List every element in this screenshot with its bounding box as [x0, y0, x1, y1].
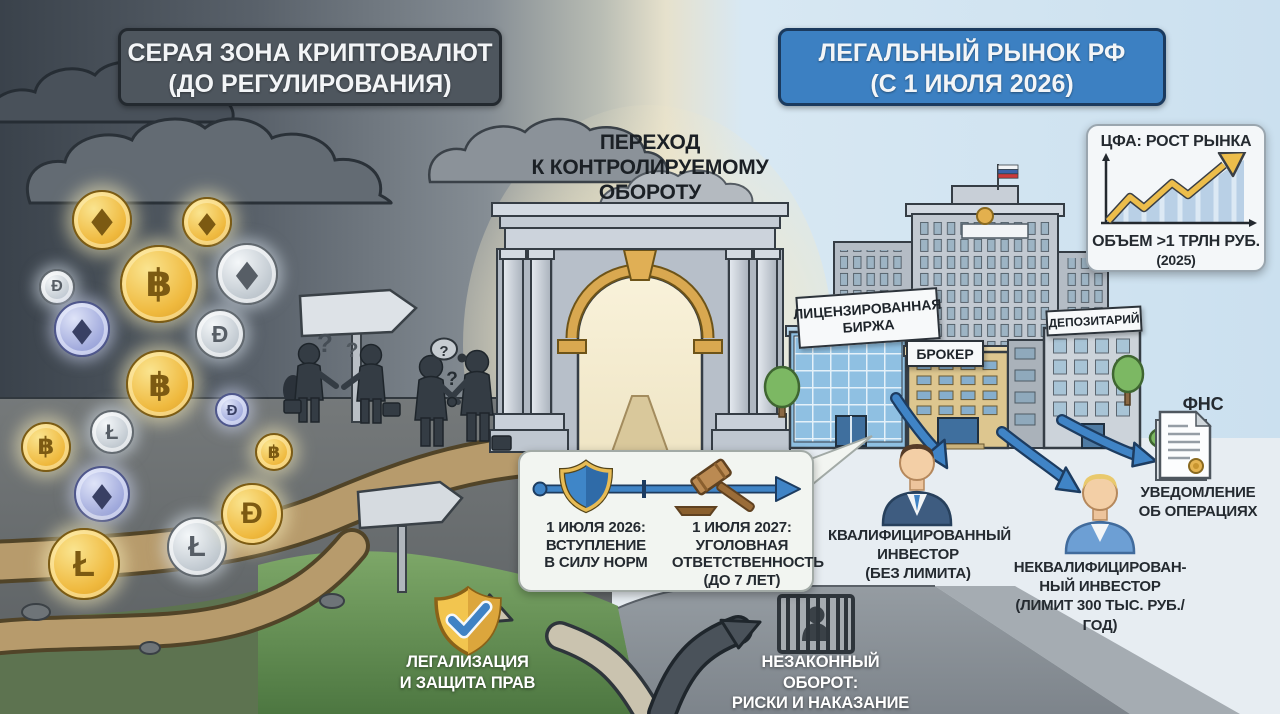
litecoin-coin-icon: Ł — [48, 528, 120, 600]
mid-building — [1007, 339, 1045, 449]
timeline-norms-label: 1 ИЮЛЯ 2026: ВСТУПЛЕНИЕ В СИЛУ НОРМ — [544, 519, 648, 572]
ethereum-coin-icon: ◆ — [72, 190, 132, 250]
signpost-icon — [298, 288, 418, 423]
dash-coin-icon: Đ — [221, 483, 283, 545]
timeline-card: 1 ИЮЛЯ 2026: ВСТУПЛЕНИЕ В СИЛУ НОРМ 1 ИЮ… — [518, 450, 824, 592]
gold-emblem-icon — [976, 207, 994, 225]
bitcoin-coin-icon: ฿ — [255, 433, 293, 471]
shadow-band-light — [935, 586, 1240, 714]
broker-sign: БРОКЕР — [906, 340, 984, 367]
dash-coin-icon: Đ — [215, 393, 249, 427]
dash-coin-icon: Đ — [195, 309, 245, 359]
qualified-investor-label: КВАЛИФИЦИРОВАННЫЙ ИНВЕСТОР (БЕЗ ЛИМИТА) — [828, 527, 1012, 583]
ethereum-coin-icon: ◆ — [216, 243, 278, 305]
legal-market-title-line1: ЛЕГАЛЬНЫЙ РЫНОК РФ — [818, 39, 1126, 67]
speech-bubble-icon — [430, 337, 458, 361]
qualified-investor-avatar — [881, 444, 953, 527]
timeline-graphic — [532, 458, 801, 516]
unqualified-investor-label: НЕКВАЛИФИЦИРОВАН- НЫЙ ИНВЕСТОР (ЛИМИТ 30… — [1013, 559, 1187, 634]
signpost-icon — [356, 480, 464, 593]
litecoin-coin-icon: Ł — [90, 410, 134, 454]
ethereum-coin-icon: ◆ — [54, 301, 110, 357]
unqualified-investor-avatar — [1064, 474, 1136, 555]
ethereum-coin-icon: ◆ — [74, 466, 130, 522]
bitcoin-coin-icon: ฿ — [120, 245, 198, 323]
legalization-label: ЛЕГАЛИЗАЦИЯ И ЗАЩИТА ПРАВ — [399, 653, 536, 692]
cloud-icon — [427, 117, 669, 184]
cloud-icon — [25, 117, 393, 205]
growth-card-volume: ОБЪЕМ >1 ТРЛН РУБ. — [1092, 233, 1260, 250]
tree-icon — [1111, 354, 1145, 406]
bitcoin-coin-icon: ฿ — [21, 422, 71, 472]
tree-icon — [763, 365, 801, 418]
businessmen-silhouettes — [283, 342, 512, 451]
timeline-arrowhead-icon — [775, 476, 801, 502]
arrow-to-unqualified-investor — [996, 426, 1082, 494]
gray-zone-title-line1: СЕРАЯ ЗОНА КРИПТОВАЛЮТ — [127, 39, 493, 67]
legal-market-title-line2: (С 1 ИЮЛЯ 2026) — [870, 70, 1074, 99]
question-mark: ? — [446, 369, 458, 390]
speech-bubble-icon — [457, 353, 467, 363]
legal-market-title: ЛЕГАЛЬНЫЙ РЫНОК РФ (С 1 ИЮЛЯ 2026) — [778, 28, 1166, 106]
growth-card-year: (2025) — [1156, 252, 1196, 268]
gray-zone-title: СЕРАЯ ЗОНА КРИПТОВАЛЮТ (ДО РЕГУЛИРОВАНИЯ… — [118, 28, 502, 106]
depositary-sign: ДЕПОЗИТАРИЙ — [1045, 305, 1143, 337]
arrow-to-qualified-investor — [890, 392, 949, 470]
growth-card-title: ЦФА: РОСТ РЫНКА — [1100, 133, 1252, 150]
document-icon — [1155, 410, 1212, 481]
shield-check-icon — [434, 585, 502, 656]
litecoin-coin-icon: Ł — [167, 517, 227, 577]
dash-coin-icon: Đ — [39, 269, 75, 305]
transition-caption: ПЕРЕХОД К КОНТРОЛИРУЕМОМУ ОБОРОТУ — [531, 131, 769, 205]
ethereum-coin-icon: ◆ — [182, 197, 232, 247]
bitcoin-coin-icon: ฿ — [126, 350, 194, 418]
transition-arch — [489, 202, 791, 454]
market-growth-card: ЦФА: РОСТ РЫНКА ОБЪЕМ >1 ТРЛН РУБ. (2025… — [1086, 124, 1266, 272]
gray-zone-title-line2: (ДО РЕГУЛИРОВАНИЯ) — [168, 70, 452, 99]
prison-bars-icon — [777, 594, 855, 654]
timeline-criminal-label: 1 ИЮЛЯ 2027: УГОЛОВНАЯ ОТВЕТСТВЕННОСТЬ (… — [671, 519, 824, 589]
fork-arrow-illegal — [647, 615, 762, 714]
illegal-turnover-label: НЕЗАКОННЫЙ ОБОРОТ: РИСКИ И НАКАЗАНИЕ — [731, 653, 910, 713]
russian-flag-icon — [997, 164, 1019, 190]
tax-notice-label: УВЕДОМЛЕНИЕ ОБ ОПЕРАЦИЯХ — [1138, 484, 1258, 520]
growth-chart-icon — [1101, 152, 1257, 227]
gavel-icon — [674, 458, 755, 516]
uncertainty-question-marks: ? ? ? ? — [317, 328, 467, 390]
rocks — [21, 593, 345, 655]
shield-icon — [558, 459, 614, 514]
question-mark: ? — [439, 343, 448, 360]
question-mark: ? — [346, 339, 359, 362]
tax-service-label: ФНС — [1182, 394, 1224, 414]
arrow-to-tax-service — [1056, 414, 1158, 468]
question-mark: ? — [317, 328, 333, 358]
